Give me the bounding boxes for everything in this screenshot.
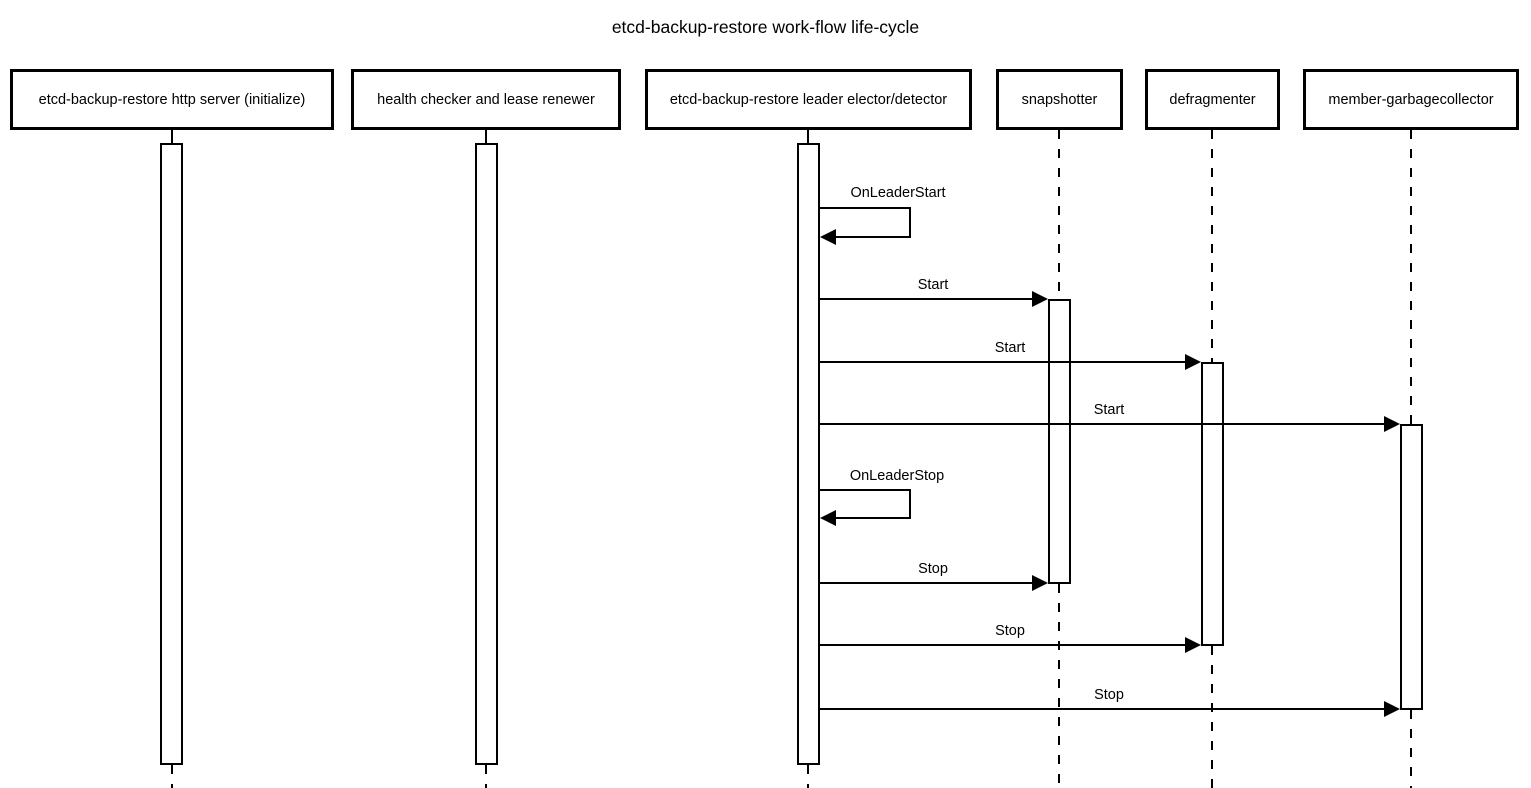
message-line	[820, 489, 911, 491]
lifeline	[1058, 584, 1060, 788]
participant-box-defragmenter: defragmenter	[1145, 69, 1280, 130]
activation-bar	[1400, 424, 1423, 710]
message-label: Start	[915, 277, 951, 293]
message-line	[820, 582, 1044, 584]
lifeline	[1410, 130, 1412, 424]
participant-box-http-server: etcd-backup-restore http server (initial…	[10, 69, 334, 130]
participant-box-member-garbagecollector: member-garbagecollector	[1303, 69, 1519, 130]
participant-box-health-checker: health checker and lease renewer	[351, 69, 621, 130]
lifeline	[807, 130, 809, 143]
lifeline	[171, 765, 173, 788]
lifeline	[1058, 130, 1060, 299]
lifeline	[1211, 130, 1213, 362]
message-label: Start	[1091, 402, 1127, 418]
message-line	[820, 708, 1396, 710]
arrowhead-icon	[1185, 354, 1201, 370]
arrowhead-icon	[1185, 637, 1201, 653]
activation-bar	[797, 143, 820, 765]
arrowhead-icon	[820, 229, 836, 245]
activation-bar	[1201, 362, 1224, 646]
participant-box-leader-elector: etcd-backup-restore leader elector/detec…	[645, 69, 972, 130]
arrowhead-icon	[1384, 416, 1400, 432]
activation-bar	[475, 143, 498, 765]
arrowhead-icon	[1032, 575, 1048, 591]
message-label: Start	[992, 340, 1028, 356]
message-line	[820, 361, 1197, 363]
lifeline	[171, 130, 173, 143]
message-line	[834, 236, 911, 238]
message-line	[820, 298, 1044, 300]
message-label: Stop	[1092, 687, 1126, 703]
lifeline	[1410, 710, 1412, 788]
message-label: OnLeaderStart	[848, 185, 948, 201]
message-line	[909, 207, 911, 238]
lifeline	[485, 765, 487, 788]
message-line	[820, 207, 911, 209]
lifeline	[485, 130, 487, 143]
arrowhead-icon	[1384, 701, 1400, 717]
lifeline	[807, 765, 809, 788]
activation-bar	[1048, 299, 1071, 584]
lifeline	[1211, 646, 1213, 788]
arrowhead-icon	[1032, 291, 1048, 307]
message-line	[820, 423, 1396, 425]
message-label: Stop	[916, 561, 950, 577]
message-line	[909, 489, 911, 519]
message-line	[834, 517, 911, 519]
arrowhead-icon	[820, 510, 836, 526]
diagram-title: etcd-backup-restore work-flow life-cycle	[611, 17, 920, 37]
message-label: OnLeaderStop	[847, 468, 947, 484]
message-line	[820, 644, 1197, 646]
participant-box-snapshotter: snapshotter	[996, 69, 1123, 130]
message-label: Stop	[993, 623, 1027, 639]
activation-bar	[160, 143, 183, 765]
